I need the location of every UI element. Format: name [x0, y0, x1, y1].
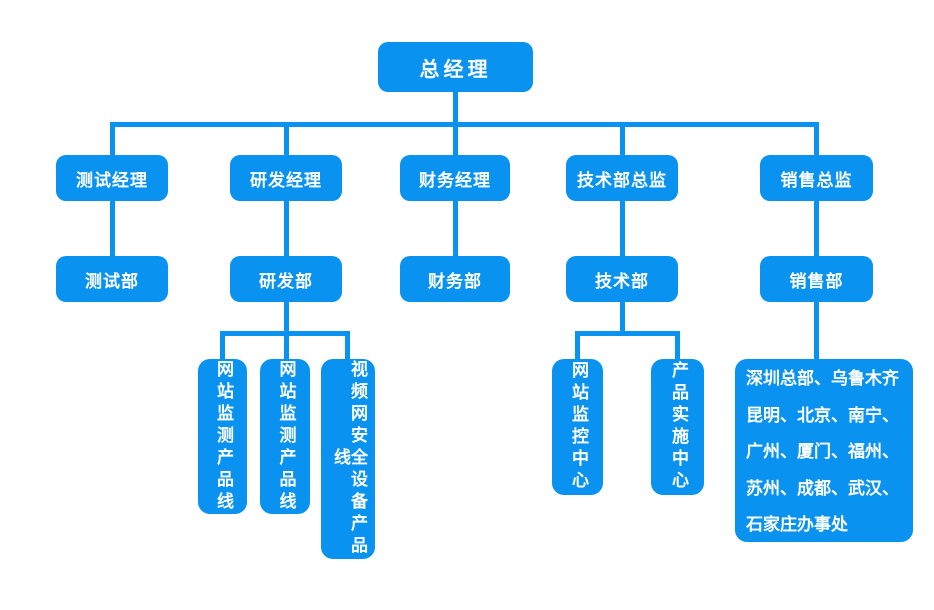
org-node-finance-manager: 财务经理 — [400, 155, 510, 201]
org-node-sales-department: 销售部 — [760, 256, 873, 302]
connector-line — [284, 331, 289, 360]
connector-line — [575, 331, 680, 336]
org-node-website-monitoring-product-line-1: 网站监测产品线 — [198, 359, 247, 514]
org-node-sales-director: 销售总监 — [760, 155, 873, 201]
org-node-test-manager: 测试经理 — [56, 155, 168, 201]
org-node-website-monitoring-center: 网站监控中心 — [552, 359, 603, 495]
org-node-rd-department: 研发部 — [230, 256, 342, 302]
connector-line — [814, 200, 819, 257]
connector-line — [453, 200, 458, 257]
org-node-tech-director: 技术部总监 — [566, 155, 678, 201]
connector-line — [345, 331, 350, 360]
connector-line — [110, 200, 115, 257]
connector-line — [575, 331, 580, 360]
connector-line — [620, 301, 625, 334]
connector-line — [620, 200, 625, 257]
connector-line — [453, 122, 458, 156]
connector-line — [814, 122, 819, 156]
org-node-general-manager: 总经理 — [378, 42, 533, 92]
org-node-product-implementation-center: 产品实施中心 — [651, 359, 704, 495]
org-node-rd-manager: 研发经理 — [230, 155, 342, 201]
connector-line — [284, 122, 289, 156]
connector-line — [620, 122, 625, 156]
org-node-test-department: 测试部 — [56, 256, 168, 302]
connector-line — [675, 331, 680, 360]
connector-line — [284, 200, 289, 257]
org-node-tech-department: 技术部 — [566, 256, 678, 302]
org-node-finance-department: 财务部 — [400, 256, 510, 302]
connector-line — [814, 301, 819, 360]
org-node-video-security-product-line: 视频网安全设备产品线 — [321, 359, 375, 559]
org-node-website-monitoring-product-line-2: 网站监测产品线 — [260, 359, 310, 514]
connector-line — [453, 90, 458, 124]
connector-line — [110, 122, 819, 127]
org-node-sales-offices: 深圳总部、乌鲁木齐 昆明、北京、南宁、 广州、厦门、福州、 苏州、成都、武汉、 … — [735, 359, 913, 542]
connector-line — [284, 301, 289, 334]
connector-line — [110, 122, 115, 156]
connector-line — [220, 331, 225, 360]
